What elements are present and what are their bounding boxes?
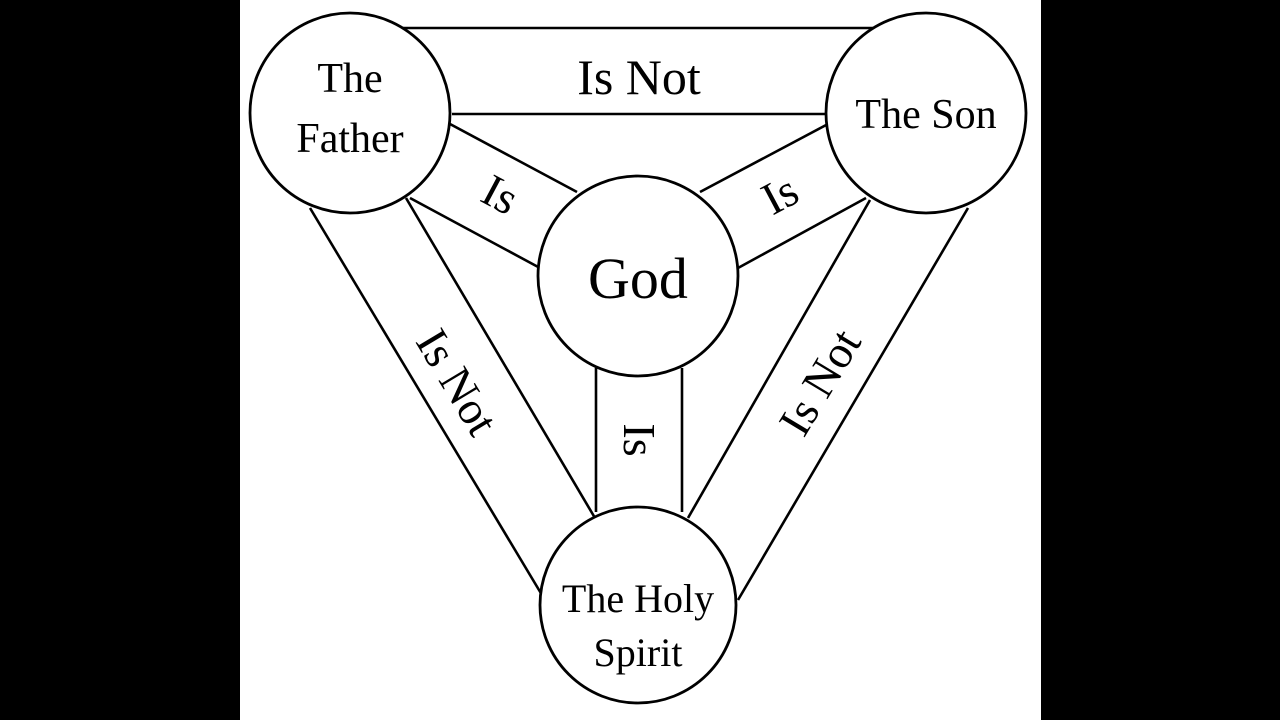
link-father-god-label: Is (474, 164, 527, 225)
band-father-spirit (308, 197, 597, 601)
node-god-label: God (588, 246, 688, 311)
node-spirit: The Holy Spirit (538, 505, 738, 705)
band-spirit-god (594, 368, 684, 512)
link-father-son-label: Is Not (577, 49, 701, 105)
link-son-god-label: Is (753, 164, 806, 225)
node-spirit-label-line2: Spirit (594, 630, 683, 675)
link-spirit-god-label: Is (614, 423, 665, 456)
node-god: God (536, 174, 740, 378)
node-spirit-label-line1: The Holy (562, 576, 714, 621)
band-father-son (352, 26, 928, 116)
node-son-label: The Son (855, 92, 996, 138)
node-father-label-line2: Father (296, 116, 403, 162)
node-father-label-line1: The (317, 56, 382, 102)
node-father: The Father (248, 11, 452, 215)
band-son-god (699, 122, 867, 270)
trinity-shield-diagram: The Father The Son God The Holy Spirit I… (248, 11, 1028, 705)
band-father-god (409, 122, 578, 270)
link-father-spirit-label: Is Not (406, 320, 508, 444)
link-son-spirit-label: Is Not (769, 320, 871, 444)
diagram-canvas: The Father The Son God The Holy Spirit I… (240, 0, 1041, 720)
band-son-spirit (686, 199, 970, 601)
node-son: The Son (824, 11, 1028, 215)
